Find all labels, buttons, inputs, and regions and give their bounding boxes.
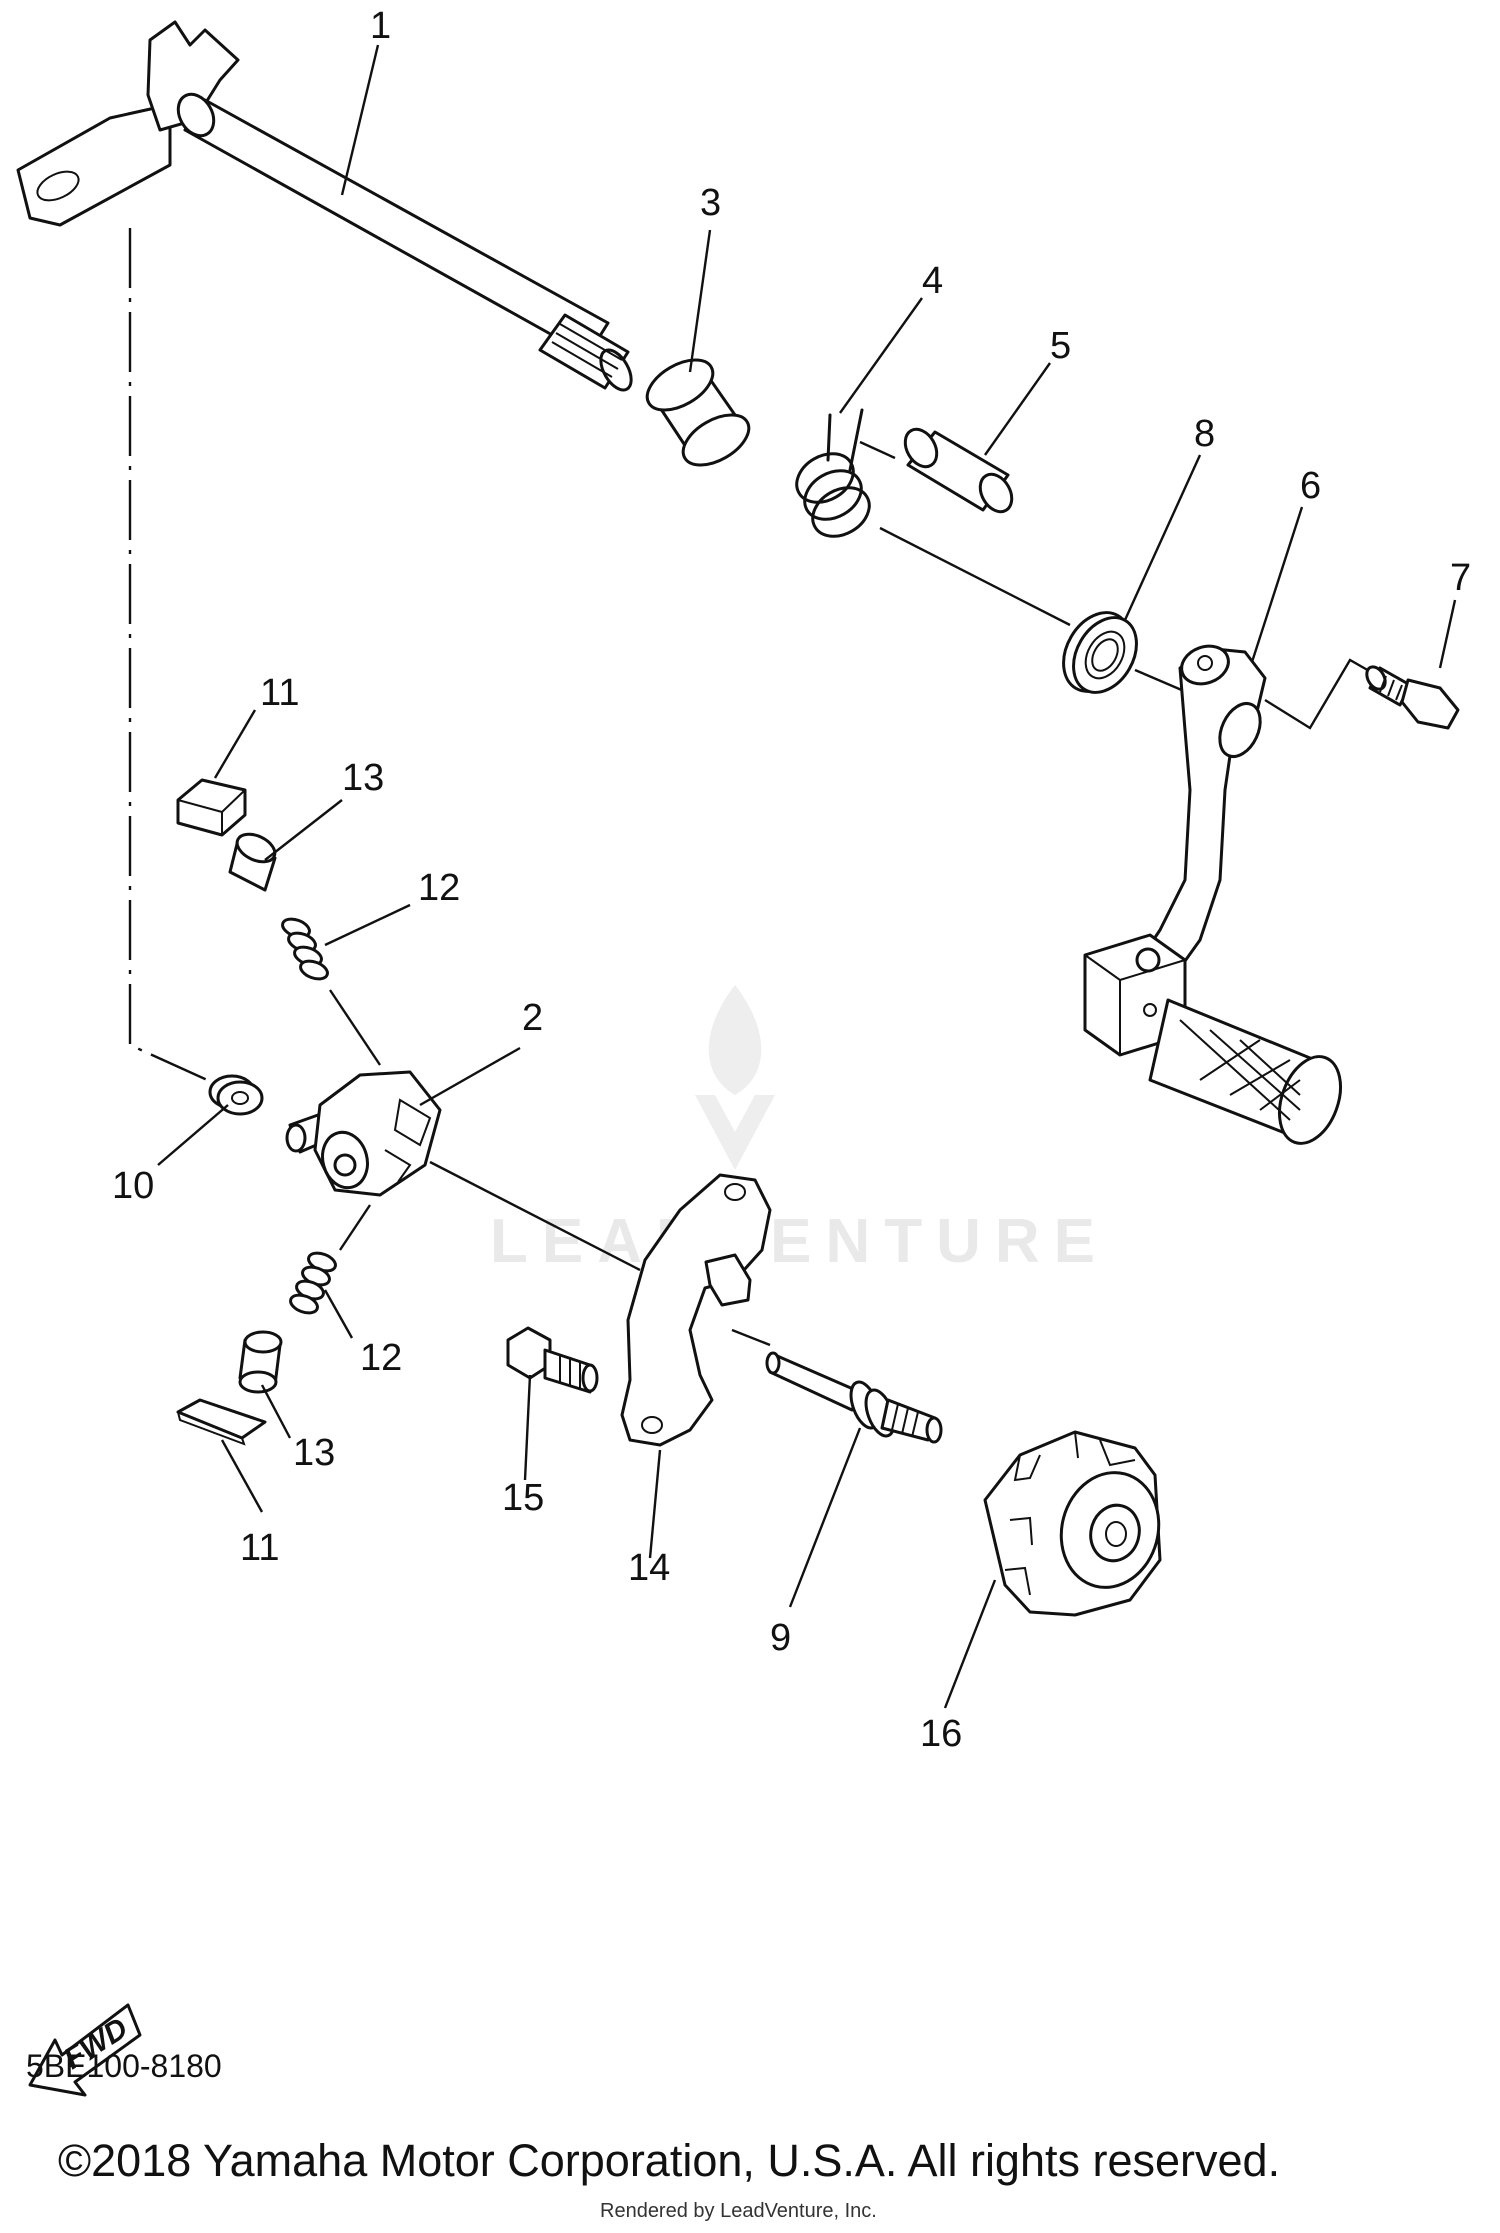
leader-6 (1250, 506, 1304, 663)
leader-12a (324, 903, 411, 947)
assembly-line-spring-to-arm (329, 989, 381, 1066)
callout-11-top: 11 (260, 672, 299, 714)
callout-9: 9 (770, 1617, 791, 1659)
spring-part-12-bottom[interactable] (288, 1250, 338, 1317)
callout-numbers: 1 2 3 4 5 6 7 8 9 10 11 11 12 12 13 13 1… (112, 5, 1471, 1755)
pin-part-5[interactable] (899, 424, 1018, 518)
leader-9 (788, 1427, 862, 1608)
callout-8: 8 (1194, 413, 1215, 455)
shift-drum-segment-part-16[interactable] (983, 1430, 1171, 1617)
bolt-part-15[interactable] (506, 1326, 599, 1394)
watermark-text: LEADVENTURE (490, 1207, 1109, 1276)
leader-3 (688, 229, 712, 373)
collar-part-3[interactable] (639, 350, 757, 476)
copyright-notice: ©2018 Yamaha Motor Corporation, U.S.A. A… (58, 2135, 1281, 2186)
callout-15: 15 (502, 1477, 544, 1519)
callout-13-bottom: 13 (293, 1432, 335, 1474)
bolt-part-7[interactable] (1363, 664, 1460, 730)
alignment-line-shaft-to-collar (128, 228, 226, 1090)
roller-part-13-bottom[interactable] (238, 1330, 283, 1394)
rendered-by-credit: Rendered by LeadVenture, Inc. (600, 2200, 877, 2222)
leader-10 (157, 1104, 229, 1166)
callout-leaders (157, 44, 1457, 1709)
leader-11a (213, 709, 257, 779)
leader-12b (323, 1289, 354, 1339)
callout-12-bottom: 12 (360, 1337, 402, 1379)
leader-8 (1123, 454, 1202, 621)
leader-15 (523, 1374, 532, 1481)
callout-1: 1 (370, 5, 391, 47)
assembly-line-spring-to-seal (879, 526, 1071, 627)
shaft-part-9[interactable] (731, 1328, 943, 1444)
callout-6: 6 (1300, 465, 1321, 507)
assembly-line-arm-to-lower-spring (339, 1204, 371, 1251)
callout-11-bottom: 11 (240, 1527, 279, 1569)
washer-part-10[interactable] (208, 1074, 264, 1116)
shift-pedal-part-6[interactable] (1083, 640, 1386, 1152)
leader-4 (839, 297, 923, 414)
leader-5 (984, 362, 1051, 456)
leader-14 (648, 1449, 662, 1559)
callout-10: 10 (112, 1165, 154, 1207)
stopper-key-part-11-bottom[interactable] (176, 1398, 267, 1446)
callout-3: 3 (700, 182, 721, 224)
callout-7: 7 (1450, 557, 1471, 599)
leader-13a (264, 799, 343, 861)
callout-16: 16 (920, 1713, 962, 1755)
spring-part-12-top[interactable] (280, 916, 330, 983)
shift-guide-plate-part-14[interactable] (620, 1173, 772, 1447)
leader-13b (260, 1384, 292, 1439)
leader-2 (419, 1046, 521, 1107)
oil-seal-part-8[interactable] (1050, 601, 1149, 704)
shift-shaft-part-1[interactable] (16, 20, 637, 395)
leader-11b (220, 1439, 264, 1513)
leader-16 (943, 1579, 997, 1709)
leadventure-watermark: LEADVENTURE (490, 985, 1109, 1276)
leader-1 (340, 44, 380, 196)
callout-12-top: 12 (418, 867, 460, 909)
shift-arm-part-2[interactable] (285, 1070, 442, 1197)
assembly-line-shaft-to-spring (859, 440, 896, 460)
roller-part-13-top[interactable] (228, 829, 279, 892)
assembly-line-arm-to-plate (429, 1160, 641, 1272)
stopper-key-part-11-top[interactable] (176, 778, 247, 837)
diagram-reference-code: 5BE100-8180 (26, 2048, 222, 2084)
callout-4: 4 (922, 260, 943, 302)
callout-13-top: 13 (342, 757, 384, 799)
torsion-spring-part-4[interactable] (788, 408, 878, 546)
callout-14: 14 (628, 1547, 670, 1589)
callout-2: 2 (522, 997, 543, 1039)
leader-7 (1438, 599, 1457, 669)
callout-5: 5 (1050, 325, 1071, 367)
